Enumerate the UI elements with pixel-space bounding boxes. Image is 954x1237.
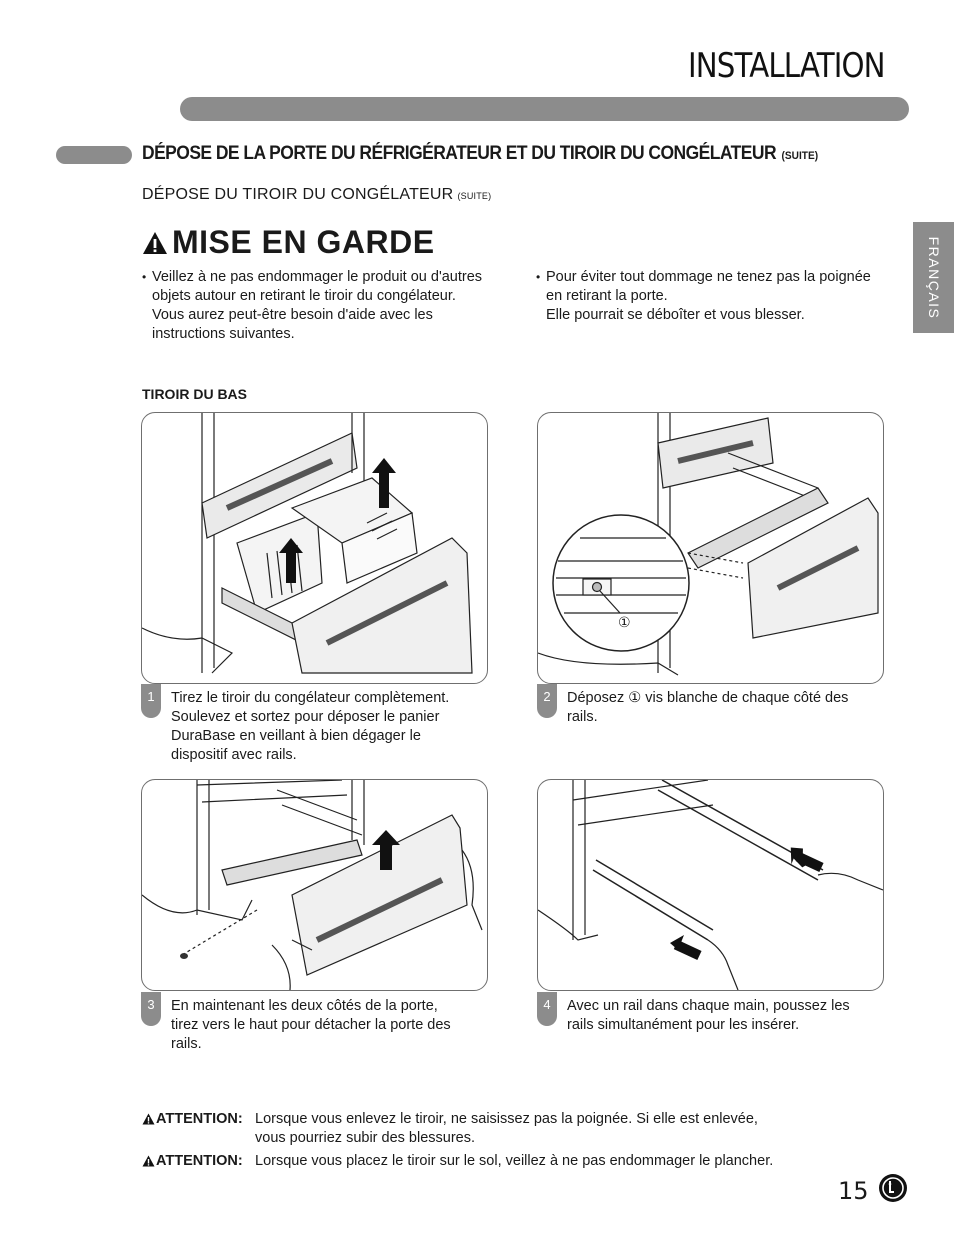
- rail-insertion-illustration: [538, 780, 883, 990]
- subsection-title-suffix: (SUITE): [457, 191, 492, 201]
- language-tab-label: FRANÇAIS: [925, 236, 942, 319]
- bullet-dot: •: [536, 270, 541, 284]
- subsection-title-text: DÉPOSE DU TIROIR DU CONGÉLATEUR: [142, 186, 454, 203]
- warning-bullet-text: Pour éviter tout dommage ne tenez pas la…: [546, 269, 871, 323]
- section-title-text: DÉPOSE DE LA PORTE DU RÉFRIGÉRATEUR ET D…: [142, 143, 777, 164]
- warning-title: MISE EN GARDE: [172, 224, 435, 260]
- step-text: Avec un rail dans chaque main, poussez l…: [567, 998, 850, 1033]
- step-text: Tirez le tiroir du congélateur complètem…: [171, 690, 450, 763]
- step-number: 1: [141, 684, 161, 718]
- warning-heading: MISE EN GARDE: [142, 224, 435, 261]
- lg-logo-icon: [879, 1174, 907, 1202]
- warning-bullet-text: Veillez à ne pas endommager le produit o…: [152, 269, 483, 342]
- step-number: 3: [141, 992, 161, 1026]
- page-number: 15: [838, 1177, 869, 1205]
- rail-screw-illustration: [538, 413, 879, 676]
- subsection-title: DÉPOSE DU TIROIR DU CONGÉLATEUR(SUITE): [142, 186, 491, 204]
- warning-bullet: • Veillez à ne pas endommager le produit…: [142, 268, 522, 344]
- section-marker: [56, 146, 132, 164]
- lg-logo: [878, 1173, 908, 1208]
- step-text: Déposez ① vis blanche de chaque côté des…: [567, 690, 849, 725]
- attention-text: Lorsque vous placez le tiroir sur le sol…: [255, 1153, 774, 1169]
- step-3-illustration: [141, 779, 488, 991]
- section-title: DÉPOSE DE LA PORTE DU RÉFRIGÉRATEUR ET D…: [142, 143, 818, 165]
- drawer-basket-illustration: [142, 413, 473, 674]
- step-4-illustration: [537, 779, 884, 991]
- step-1-illustration: [141, 412, 488, 684]
- warning-icon: [143, 231, 167, 254]
- attention-label: ATTENTION:: [156, 1111, 243, 1127]
- page-title: INSTALLATION: [688, 46, 886, 86]
- language-tab: FRANÇAIS: [913, 222, 954, 333]
- attention-note: ATTENTION: Lorsque vous placez le tiroir…: [142, 1152, 835, 1171]
- warning-bullet: • Pour éviter tout dommage ne tenez pas …: [536, 268, 916, 325]
- step-2-illustration: ①: [537, 412, 884, 684]
- warning-icon: [142, 1155, 155, 1167]
- attention-label: ATTENTION:: [156, 1153, 243, 1169]
- attention-text: Lorsque vous enlevez le tiroir, ne saisi…: [255, 1111, 758, 1146]
- header-bar: [180, 97, 909, 121]
- step-number: 2: [537, 684, 557, 718]
- section-title-suffix: (SUITE): [781, 150, 819, 162]
- step-number: 4: [537, 992, 557, 1026]
- warning-icon: [142, 1113, 155, 1125]
- step-text: En maintenant les deux côtés de la porte…: [171, 998, 451, 1052]
- bullet-dot: •: [142, 270, 147, 284]
- subsection-label: TIROIR DU BAS: [142, 386, 247, 402]
- attention-note: ATTENTION: Lorsque vous enlevez le tiroi…: [142, 1110, 835, 1148]
- callout-number: ①: [618, 614, 631, 630]
- door-removal-illustration: [142, 780, 483, 990]
